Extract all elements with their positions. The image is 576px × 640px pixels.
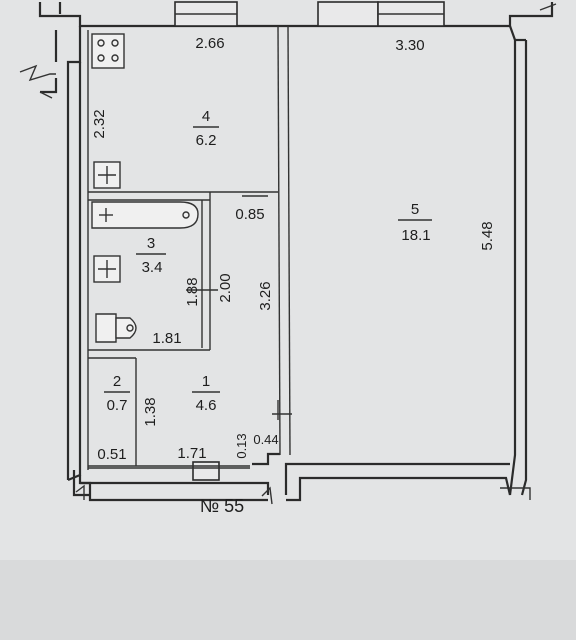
dim-closet-depth: 1.38 <box>142 397 159 426</box>
room-3-number: 3 <box>147 235 155 252</box>
room-2-number: 2 <box>113 373 121 390</box>
room-5-area: 18.1 <box>401 227 430 244</box>
dim-bath-width-top: 0.85 <box>235 206 264 223</box>
dim-bath-depth-a: 1.88 <box>184 277 201 306</box>
toilet-tank-icon <box>95 313 117 343</box>
room-2-area: 0.7 <box>107 397 128 414</box>
dim-room-depth: 5.48 <box>479 221 496 250</box>
wall-pier <box>317 1 379 27</box>
paper-shadow <box>0 560 576 640</box>
dim-bath-depth-b: 2.00 <box>217 273 234 302</box>
dim-closet-width: 0.51 <box>97 446 126 463</box>
dim-kitchen-width: 2.66 <box>195 35 224 52</box>
room-1-number: 1 <box>202 373 210 390</box>
stove-icon <box>91 33 125 69</box>
right-wall <box>500 25 531 500</box>
room-5-number: 5 <box>411 201 419 218</box>
entrance-door <box>192 461 220 481</box>
dim-hall-width: 1.71 <box>177 445 206 462</box>
dimension-labels: 2.66 3.30 2.32 5.48 0.85 1.88 2.00 3.26 … <box>91 35 496 463</box>
room-4-number: 4 <box>202 108 210 125</box>
partitions <box>87 25 292 470</box>
toilet-bowl-icon <box>115 317 137 339</box>
dim-kitchen-depth: 2.32 <box>91 109 108 138</box>
room-labels: 4 6.2 5 18.1 3 3.4 2 0.7 1 4.6 <box>104 108 432 414</box>
bathtub-icon <box>91 201 199 229</box>
room-3-area: 3.4 <box>142 259 163 276</box>
dim-bath-width: 1.81 <box>152 330 181 347</box>
top-wall <box>38 1 557 28</box>
apartment-number: № 55 <box>200 496 244 516</box>
room-1-area: 4.6 <box>196 397 217 414</box>
dim-corridor-depth: 3.26 <box>257 281 274 310</box>
room-4-area: 6.2 <box>196 132 217 149</box>
fixtures <box>91 33 199 343</box>
dim-jamb-a: 0.13 <box>234 433 249 458</box>
dim-room-width: 3.30 <box>395 37 424 54</box>
dim-jamb-b: 0.44 <box>253 432 278 447</box>
